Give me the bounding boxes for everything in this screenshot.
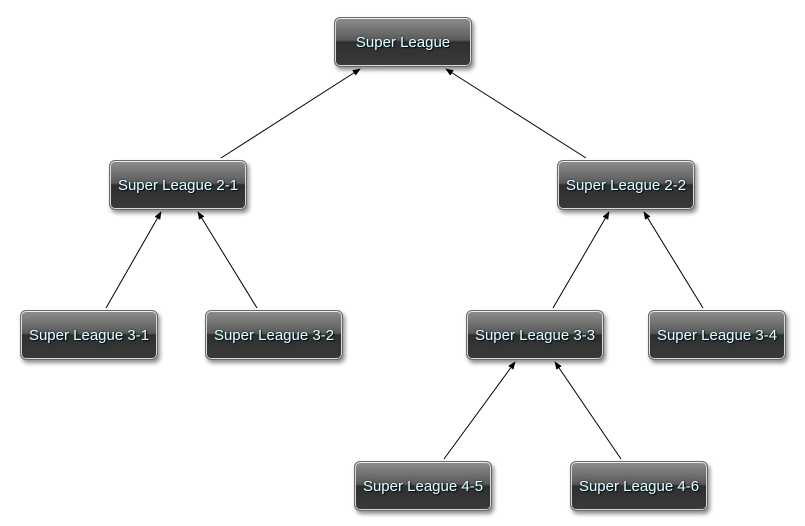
edge-3-2-to-2-1 (197, 211, 258, 309)
node-super-league-4-6[interactable]: Super League 4-6 (570, 461, 708, 511)
edge-3-3-to-2-2 (552, 211, 610, 309)
edge-4-6-to-3-3 (554, 361, 622, 460)
node-super-league-3-2[interactable]: Super League 3-2 (205, 310, 343, 360)
edge-3-4-to-2-2 (643, 211, 704, 309)
node-super-league-3-3[interactable]: Super League 3-3 (466, 310, 604, 360)
node-super-league-4-5[interactable]: Super League 4-5 (354, 461, 492, 511)
edge-2-2-to-root (445, 68, 587, 159)
node-super-league-3-1[interactable]: Super League 3-1 (20, 310, 158, 360)
node-super-league-3-4[interactable]: Super League 3-4 (648, 310, 786, 360)
node-super-league[interactable]: Super League (334, 17, 472, 67)
edge-2-1-to-root (220, 68, 361, 159)
node-super-league-2-1[interactable]: Super League 2-1 (109, 160, 247, 210)
node-super-league-2-2[interactable]: Super League 2-2 (557, 160, 695, 210)
edge-4-5-to-3-3 (443, 361, 516, 460)
edge-3-1-to-2-1 (105, 211, 162, 309)
